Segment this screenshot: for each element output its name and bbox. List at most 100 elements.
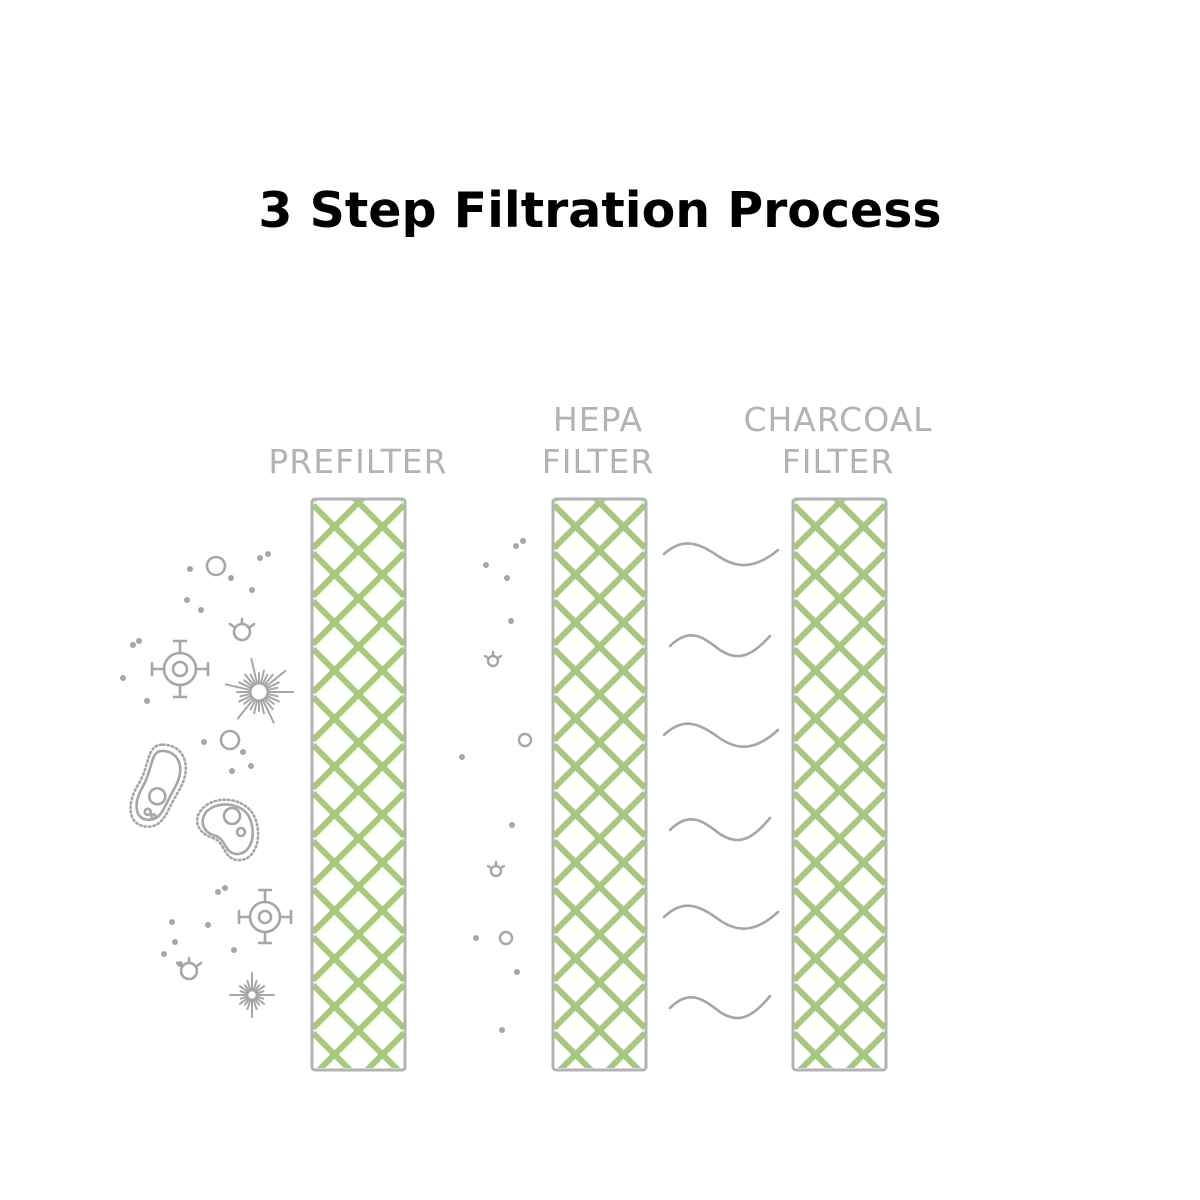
dust-dot xyxy=(499,1027,505,1033)
air-flow-icon xyxy=(668,994,772,1020)
charcoal-filter-label-line: FILTER xyxy=(781,442,895,481)
mesh-strand xyxy=(554,1030,645,1068)
spore-icon xyxy=(224,657,294,724)
prefilter-frame xyxy=(310,497,407,1072)
pollen-icon xyxy=(486,860,506,878)
virus-icon xyxy=(150,639,210,699)
spore-spike xyxy=(246,998,252,1011)
spore-spike xyxy=(265,694,280,703)
dust-dot xyxy=(172,939,178,945)
air-flow-icon xyxy=(662,722,780,748)
mesh-strand xyxy=(554,502,645,599)
charcoal-filter-label-line: CHARCOAL xyxy=(743,400,933,439)
spore-spike xyxy=(259,699,265,715)
spore-spike xyxy=(238,985,249,994)
dust-icon xyxy=(517,732,533,748)
mesh-strand xyxy=(554,500,645,503)
mesh-strand xyxy=(794,742,885,839)
dust-dot xyxy=(483,562,489,568)
dust-icon xyxy=(219,729,241,751)
mesh-strand xyxy=(313,1129,404,1200)
mesh-strand xyxy=(554,694,645,791)
spore-spike xyxy=(244,673,255,687)
dust-dot xyxy=(222,885,228,891)
dust-dot xyxy=(514,969,520,975)
mesh-strand xyxy=(313,934,404,1031)
pollen-icon xyxy=(228,617,256,642)
charcoal-filter-panel xyxy=(791,497,888,1172)
mesh-strand xyxy=(554,646,645,743)
air-flow-icon xyxy=(668,634,772,658)
spore-spike xyxy=(255,995,265,1000)
spore-spike xyxy=(259,669,265,685)
spore-spike xyxy=(249,698,257,711)
spore-spike xyxy=(243,984,251,992)
spore-spike xyxy=(239,692,252,698)
spore-spike xyxy=(246,979,252,992)
mesh-strand xyxy=(794,838,885,935)
charcoal-filter-mesh xyxy=(794,500,885,1172)
mesh-strand xyxy=(313,500,404,503)
hepa-filter-mesh xyxy=(554,500,645,1200)
spore-spike xyxy=(261,698,275,724)
mesh-strand xyxy=(313,646,404,743)
mesh-strand xyxy=(794,500,885,503)
mesh-strand xyxy=(794,500,885,503)
spore-spike xyxy=(261,673,269,686)
mesh-strand xyxy=(313,1030,404,1068)
spore-spike xyxy=(224,683,252,692)
mesh-strand xyxy=(554,982,645,1068)
hepa-filter-label: HEPA FILTER xyxy=(478,399,718,483)
air-flow-group xyxy=(662,542,780,1020)
dust-dot xyxy=(144,698,150,704)
dust-dot xyxy=(228,575,234,581)
dust-dot xyxy=(205,922,211,928)
bacteria-icon xyxy=(129,743,188,828)
dust-dot xyxy=(229,768,235,774)
spore-spike xyxy=(252,979,258,992)
dust-dot xyxy=(187,566,193,572)
mesh-strand xyxy=(794,1081,885,1172)
pollen-icon xyxy=(483,650,503,668)
dust-dot xyxy=(130,642,136,648)
mesh-strand xyxy=(554,742,645,839)
dust-dot xyxy=(169,919,175,925)
mesh-strand xyxy=(794,598,885,695)
mesh-strand xyxy=(794,550,885,647)
hepa-filter-panel xyxy=(551,497,648,1200)
spore-spike xyxy=(266,686,279,692)
mesh-strand xyxy=(794,502,885,599)
prefilter-label-line: PREFILTER xyxy=(268,442,448,481)
mesh-strand xyxy=(554,1129,645,1200)
mesh-strand xyxy=(794,500,885,551)
hepa-filter-label-line: HEPA xyxy=(552,400,644,439)
mesh-strand xyxy=(554,838,645,935)
mesh-strand xyxy=(313,500,404,503)
bacteria-icon xyxy=(195,798,260,862)
charcoal-filter-frame xyxy=(791,497,888,1072)
hepa-filter-frame xyxy=(551,497,648,1072)
hepa-filter-label-line: FILTER xyxy=(541,442,655,481)
mesh-strand xyxy=(313,598,404,695)
spore-spike xyxy=(239,995,249,1000)
dust-dot xyxy=(231,947,237,953)
mesh-strand xyxy=(313,1129,404,1200)
spore-spike xyxy=(238,681,253,690)
mesh-strand xyxy=(313,1030,404,1068)
air-flow-icon xyxy=(662,904,780,930)
air-flow-icon xyxy=(662,542,780,567)
dust-icon xyxy=(498,930,514,946)
spore-spike xyxy=(253,984,261,992)
spore-spike xyxy=(252,998,258,1011)
mesh-strand xyxy=(554,1129,645,1200)
mesh-strand xyxy=(794,646,885,743)
dust-dot xyxy=(201,739,207,745)
spore-spike xyxy=(238,996,249,1005)
fine-dust-dots xyxy=(459,538,526,1033)
spore-spike xyxy=(255,990,265,995)
spore-spike xyxy=(243,696,254,705)
charcoal-filter-label: CHARCOAL FILTER xyxy=(718,399,958,483)
spore-spike xyxy=(239,990,249,995)
mesh-strand xyxy=(554,934,645,1031)
